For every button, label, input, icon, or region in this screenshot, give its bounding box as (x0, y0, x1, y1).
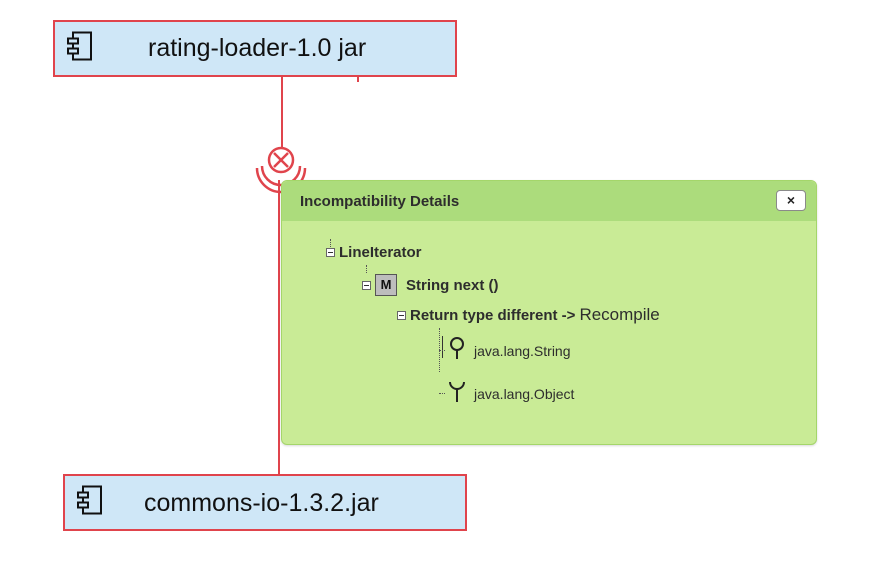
issue-label: Return type different -> (410, 306, 576, 324)
panel-header: Incompatibility Details × (282, 181, 816, 221)
tree-item-method[interactable]: M String next () (362, 274, 499, 296)
class-name: LineIterator (339, 244, 422, 261)
component-node-rating-loader[interactable]: rating-loader-1.0 jar (53, 20, 457, 77)
tree-connector (366, 265, 367, 273)
component-node-commons-io[interactable]: commons-io-1.3.2.jar (63, 474, 467, 531)
component-icon (67, 31, 93, 66)
collapse-toggle-icon[interactable] (397, 310, 406, 320)
tree-connector (442, 336, 443, 358)
collapse-toggle-icon[interactable] (362, 280, 371, 290)
required-interface-icon (448, 379, 466, 408)
tree-item-class[interactable]: LineIterator (326, 244, 422, 261)
method-name: String next () (406, 276, 499, 294)
component-label: commons-io-1.3.2.jar (144, 489, 379, 517)
tree-branch (439, 350, 445, 351)
close-button[interactable]: × (776, 190, 806, 211)
method-badge: M (375, 274, 397, 296)
component-icon (77, 485, 103, 520)
tree-item-required-type: java.lang.Object (439, 379, 574, 408)
panel-title: Incompatibility Details (300, 193, 460, 210)
provided-type: java.lang.String (474, 342, 571, 359)
tree-item-provided-type: java.lang.String (439, 336, 571, 365)
incompatibility-details-panel: Incompatibility Details × LineIterator M… (281, 180, 817, 445)
tree-branch (439, 393, 445, 394)
tree-item-issue[interactable]: Return type different -> Recompile (397, 305, 660, 325)
issue-action: Recompile (579, 305, 660, 324)
required-type: java.lang.Object (474, 385, 575, 402)
component-label: rating-loader-1.0 jar (148, 34, 367, 62)
provided-interface-icon (448, 336, 466, 365)
collapse-toggle-icon[interactable] (326, 248, 335, 257)
tree-connector (330, 239, 331, 247)
